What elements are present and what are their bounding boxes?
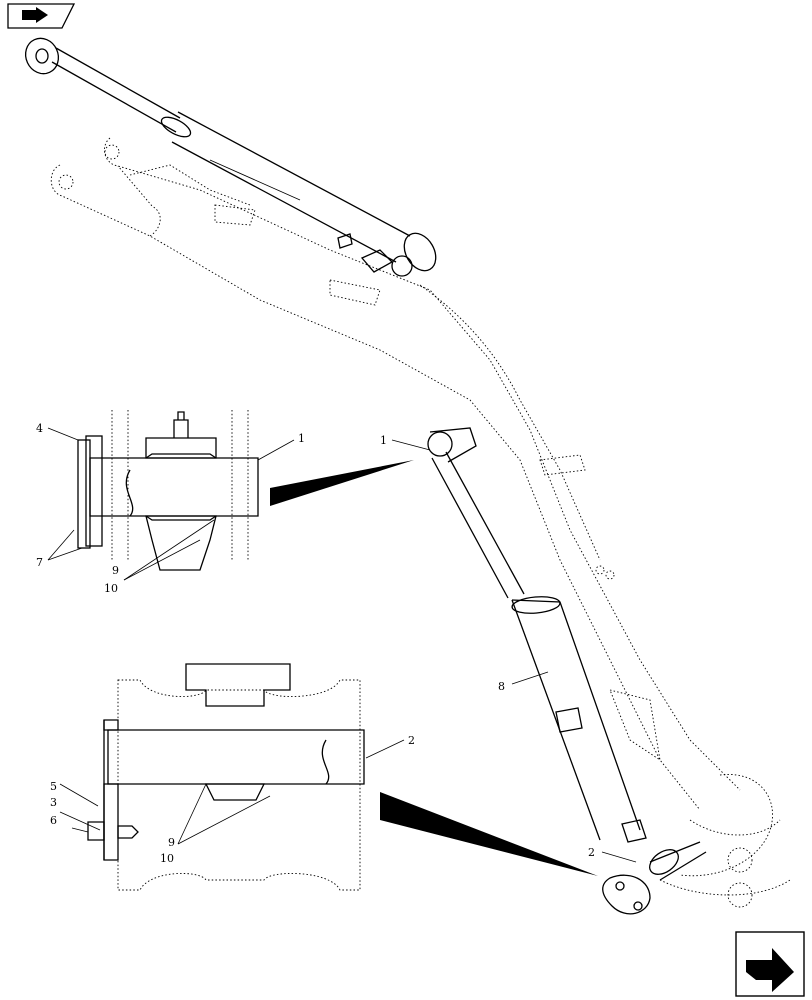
detail-view-bottom xyxy=(87,663,365,891)
callout-2-detail: 2 xyxy=(408,734,415,747)
callout-8: 8 xyxy=(498,680,505,693)
pointer-wedge-bottom xyxy=(380,792,598,876)
book-arrow-icon[interactable] xyxy=(7,3,76,29)
callout-4: 4 xyxy=(36,422,43,435)
callout-10-bottom: 10 xyxy=(160,852,174,865)
callout-9-top: 9 xyxy=(112,564,119,577)
arm-cylinder xyxy=(427,427,707,915)
callout-5: 5 xyxy=(50,780,57,793)
leader-lines xyxy=(47,427,637,863)
boom-ghost-outline xyxy=(50,137,791,908)
next-page-arrow-icon[interactable] xyxy=(735,931,805,997)
callout-9-bottom: 9 xyxy=(168,836,175,849)
boom-cylinder xyxy=(24,37,437,277)
detail-view-top xyxy=(77,410,259,571)
callout-6: 6 xyxy=(50,814,57,827)
callout-3: 3 xyxy=(50,796,57,809)
callout-2-main: 2 xyxy=(588,846,595,859)
callout-7: 7 xyxy=(36,556,43,569)
callout-1-main: 1 xyxy=(380,434,387,447)
callout-10-top: 10 xyxy=(104,582,118,595)
callout-1-detail: 1 xyxy=(298,432,305,445)
pointer-wedge-top xyxy=(270,460,414,506)
